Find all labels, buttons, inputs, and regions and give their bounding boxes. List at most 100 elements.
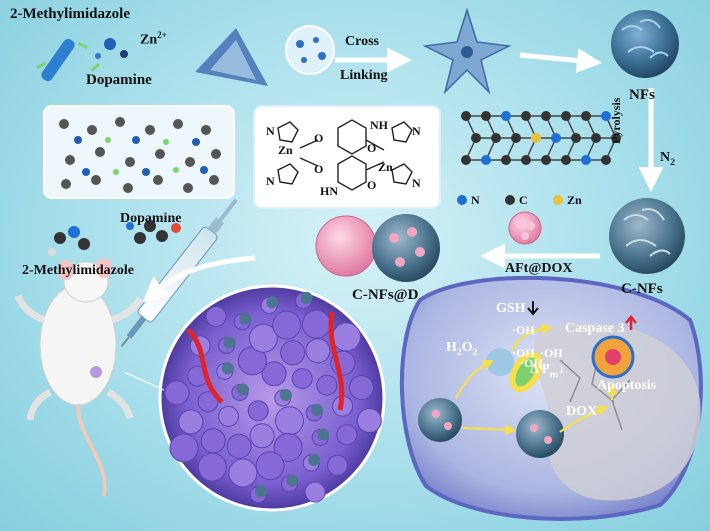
apoptotic-cell [591,335,635,379]
c-nfs-d-particles [315,214,440,282]
label-oh-3: ·OH [512,346,535,360]
lattice-legend [457,195,563,205]
label-gsh: GSH [496,301,526,316]
nanoparticle-in-tumor [300,291,313,304]
chem-label-o1: O [314,131,324,145]
lattice-atom [601,155,611,165]
tumor-cell-sphere [336,424,358,446]
nanoparticle-in-tumor [286,474,299,487]
label-nfs: NFs [629,87,655,103]
chem-label-zn-left: Zn [278,143,293,157]
label-c-nfs-d: C-NFs@D [352,287,419,303]
star-nanostructure [422,7,512,95]
tumor-cell-sphere [200,428,226,454]
tumor-cell-sphere [349,375,374,401]
gsh-down-arrow [527,301,539,316]
tumor-cell-sphere [197,452,227,482]
tumor-cell-sphere [249,423,275,449]
lattice-atom [511,133,521,143]
lattice-atom [461,155,471,165]
tumor-cell-sphere [305,338,331,364]
nanoparticle-in-tumor [311,404,324,416]
nanoparticle-in-tumor [236,383,249,396]
zoom-guide-line [123,371,165,391]
lattice-atom [471,133,481,143]
tumor-zoom-circle [158,284,386,512]
mof-crystal-panel [43,105,235,199]
tumor-cell-sphere [164,380,190,406]
tumor-cell-sphere [316,374,338,396]
lattice-atom [461,111,471,121]
label-pyrolysis: Pyrolysis [609,97,623,144]
chemical-structure-panel [253,105,441,209]
nanoparticle-in-tumor [279,389,292,401]
dopamine-molecule [126,220,181,244]
chem-label-nh: NH [370,118,388,132]
lattice-atom [581,155,591,165]
label-oh-2: ·OH [540,346,563,360]
tumor-cell-sphere [178,409,204,435]
nanoparticle-in-tumor [308,454,321,466]
reactant-rod [41,38,75,82]
label-oh-4: ·OH [520,356,543,370]
nanoparticle-in-tumor [221,362,234,375]
legend-label-c: C [519,193,528,207]
legend-label-zn: Zn [567,193,582,207]
label-linking: Linking [340,68,388,83]
lattice-atom [551,133,561,143]
lattice-atom [521,111,531,121]
caspase-up-arrow [625,315,637,330]
nfs-sphere [611,10,679,78]
lattice-atom [561,155,571,165]
lattice-atom [581,111,591,121]
lattice-atom [501,111,511,121]
mouse [14,258,144,497]
tumor-cell-sphere [291,368,313,390]
lattice-atom [561,111,571,121]
label-n2: N2 [660,150,676,168]
tumor-cell-sphere [280,340,306,366]
label-dox: DOX [566,404,598,419]
label-oh-1: ·OH [512,323,535,337]
tumor-cell-sphere [272,310,302,340]
label-apoptosis: Apoptosis [597,378,657,393]
injection-arrow [142,255,256,303]
lattice-atom [601,111,611,121]
cell-particles [418,348,564,458]
chem-label-n3: N [412,124,421,138]
label-2-methylimidazole-top: 2-Methylimidazole [10,6,130,22]
lattice-atom [481,111,491,121]
tumor-cell-sphere [226,433,252,459]
label-cross: Cross [345,34,379,49]
label-caspase-3: Caspase 3 [565,321,625,336]
cell-arrows [455,323,618,436]
zoom-bubble [285,25,335,75]
chem-label-zn-right: Zn [378,160,393,174]
lattice-atom [611,133,621,143]
lattice-atom [571,133,581,143]
label-dopamine-top: Dopamine [86,72,152,88]
tumor-cell-sphere [228,458,258,488]
label-2-methylimidazole-mid: 2-Methylimidazole [22,263,134,278]
nanoparticle-in-tumor [317,428,330,441]
lattice-atom [541,155,551,165]
lattice-atom [541,111,551,121]
lattice-atom [481,155,491,165]
tumor-cell-sphere [356,408,382,433]
c-nfs-sphere [609,198,685,274]
label-dopamine-mid: Dopamine [120,211,182,226]
lattice-atom [501,155,511,165]
chem-label-o3: O [367,141,377,155]
tumor-cell-sphere [197,391,219,413]
aft-dox-ferritin [508,211,542,245]
chem-label-o2: O [314,162,324,176]
nucleus [533,322,701,501]
chem-label-o4: O [367,178,377,192]
to-nfs-arrow [519,48,602,73]
nanoparticle-in-tumor [266,296,279,309]
label-aft-dox: AFt@DOX [505,261,573,276]
legend-label-n: N [471,193,480,207]
tumor-cell-sphere [273,432,303,462]
